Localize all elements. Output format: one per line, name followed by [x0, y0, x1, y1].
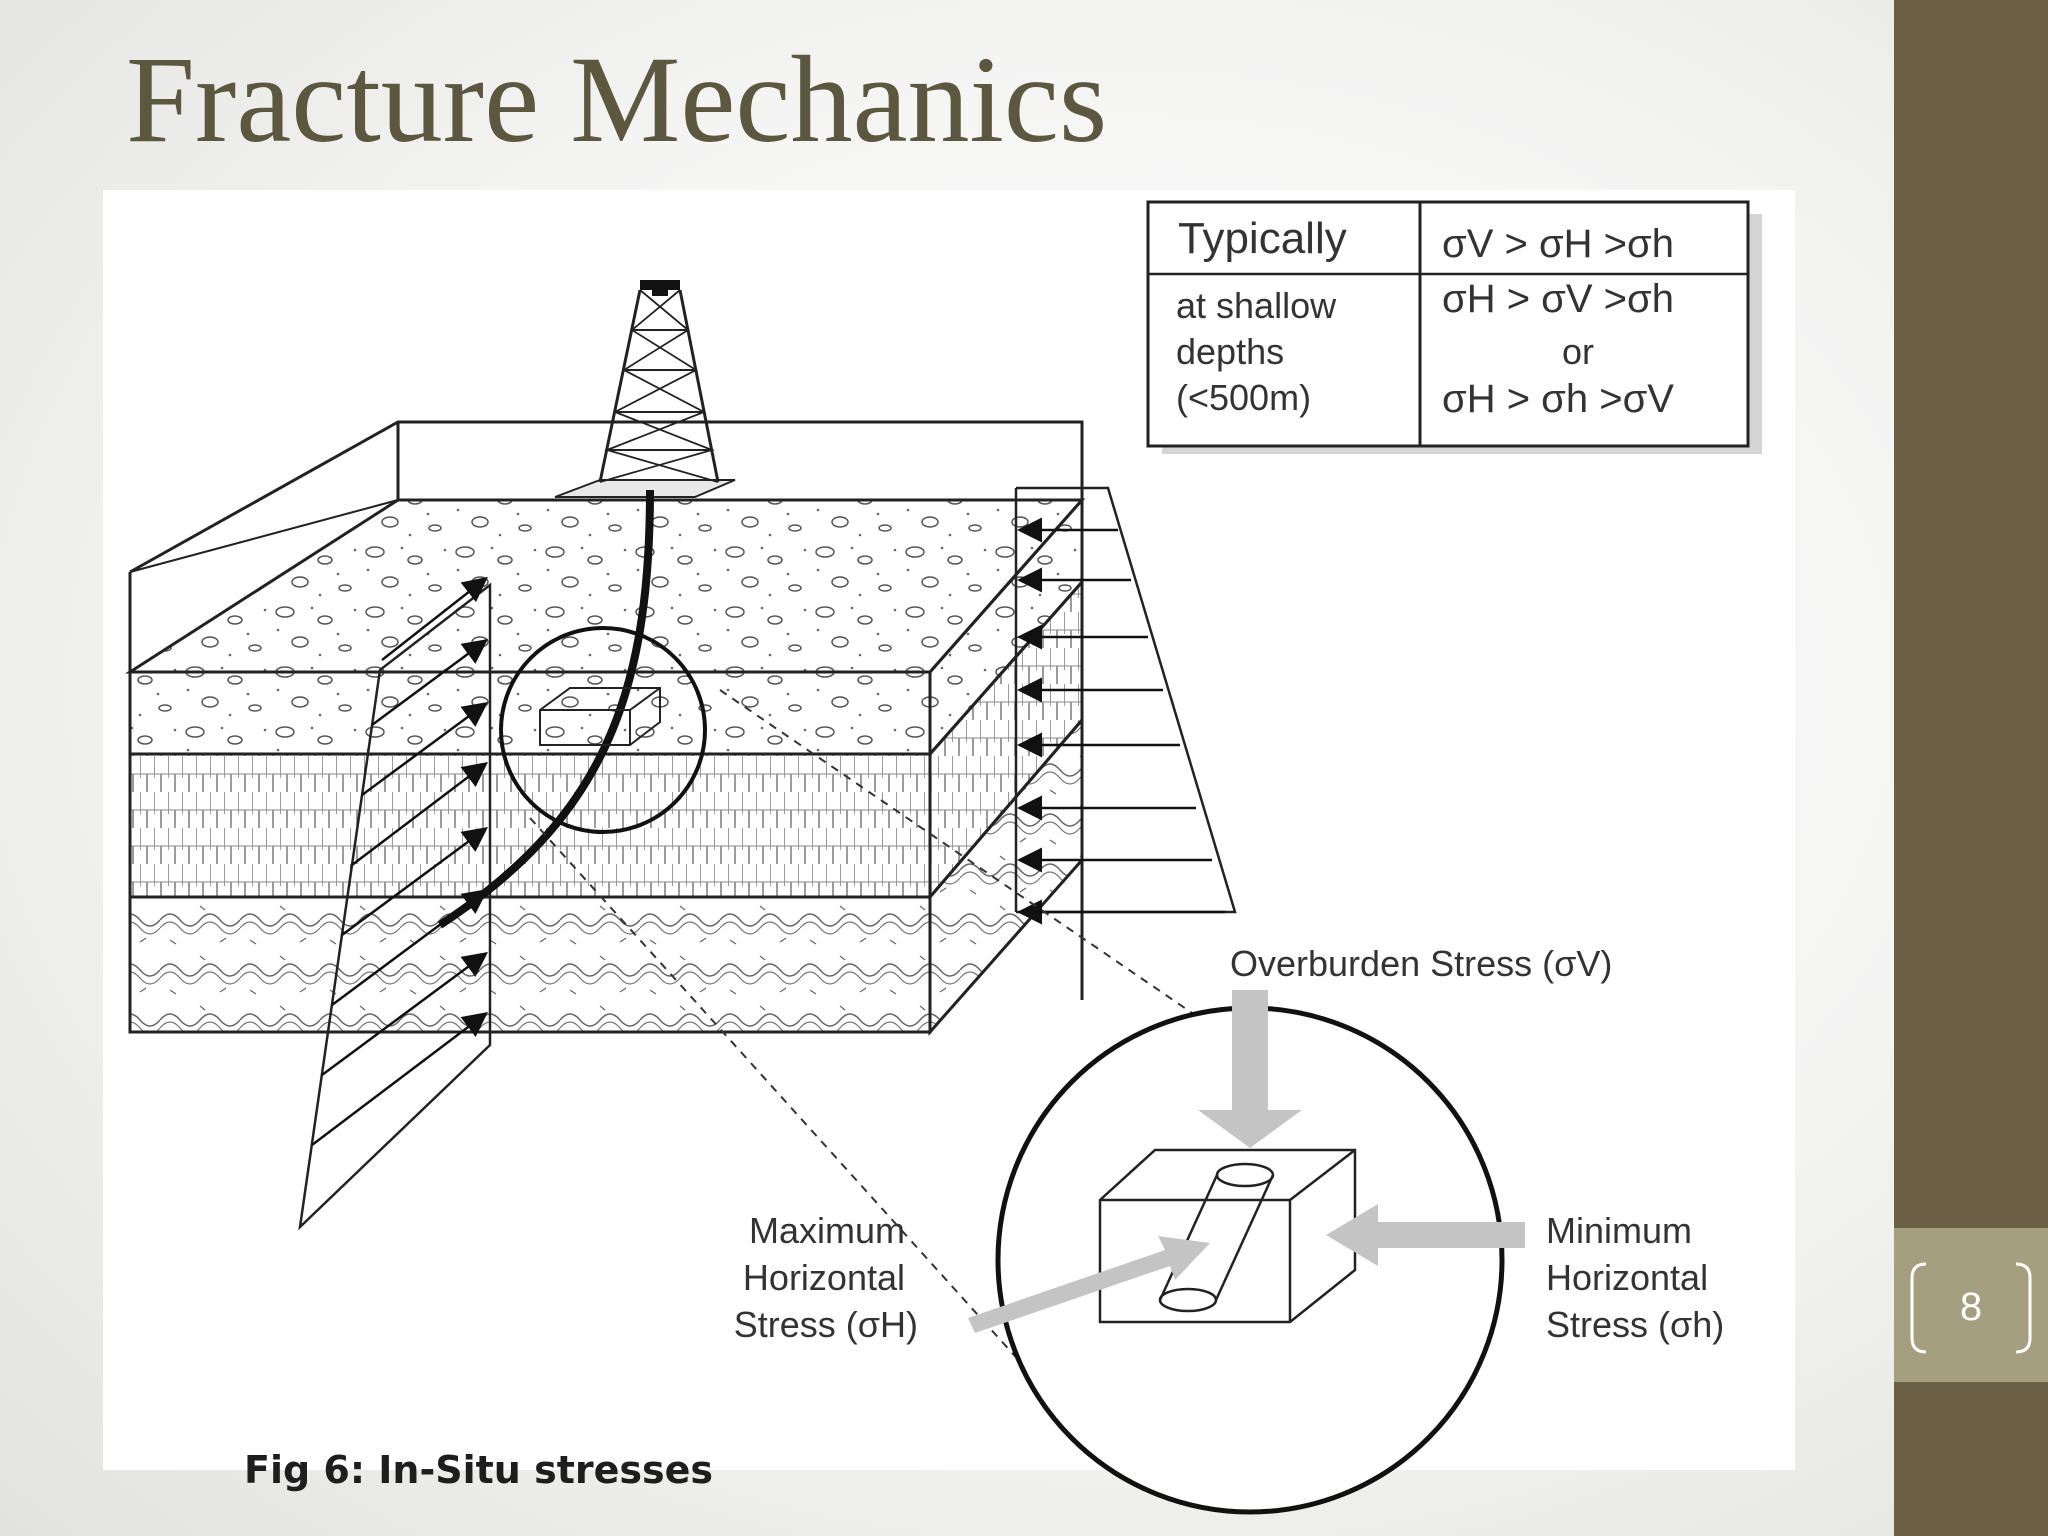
- min-horizontal-label-line2: Horizontal: [1546, 1257, 1708, 1298]
- max-horizontal-label-line2: Horizontal: [743, 1257, 905, 1298]
- minimum-horizontal-stress-profile: [1014, 486, 1237, 925]
- max-horizontal-label-line1: Maximum: [749, 1210, 905, 1251]
- drilling-derrick: [598, 280, 720, 483]
- table-cell-shallow-relation2: σH > σh >σV: [1442, 377, 1674, 421]
- table-cell-shallow-relation1: σH > σV >σh: [1442, 277, 1674, 321]
- overburden-stress-arrow: [1198, 990, 1302, 1148]
- page-number: 8: [1959, 1284, 1983, 1329]
- overburden-stress-label: Overburden Stress (σV): [1230, 943, 1612, 984]
- stress-table: Typically σV > σH >σh at shallow depths …: [1146, 200, 1762, 454]
- table-cell-typically: Typically: [1178, 214, 1347, 263]
- minimum-horizontal-stress-arrow: [1326, 1204, 1525, 1266]
- max-horizontal-label-line3: Stress (σH): [734, 1304, 918, 1345]
- layered-rock-block: [124, 420, 1086, 1036]
- maximum-horizontal-stress-arrow: [968, 1236, 1210, 1333]
- min-horizontal-label-line1: Minimum: [1546, 1210, 1692, 1251]
- page-number-box: [1894, 1228, 2048, 1382]
- table-cell-shallow-line3: (<500m): [1176, 377, 1311, 418]
- wellbore-path: [437, 489, 654, 929]
- table-cell-shallow-line2: depths: [1176, 331, 1284, 372]
- table-cell-typical-relation: σV > σH >σh: [1442, 222, 1674, 266]
- min-horizontal-label-line3: Stress (σh): [1546, 1304, 1724, 1345]
- slide-title: Fracture Mechanics: [126, 31, 1108, 168]
- table-cell-or: or: [1562, 331, 1594, 372]
- detail-circle-small: [499, 626, 707, 834]
- figure-caption: Fig 6: In-Situ stresses: [244, 1448, 714, 1492]
- table-cell-shallow-line1: at shallow: [1176, 285, 1337, 326]
